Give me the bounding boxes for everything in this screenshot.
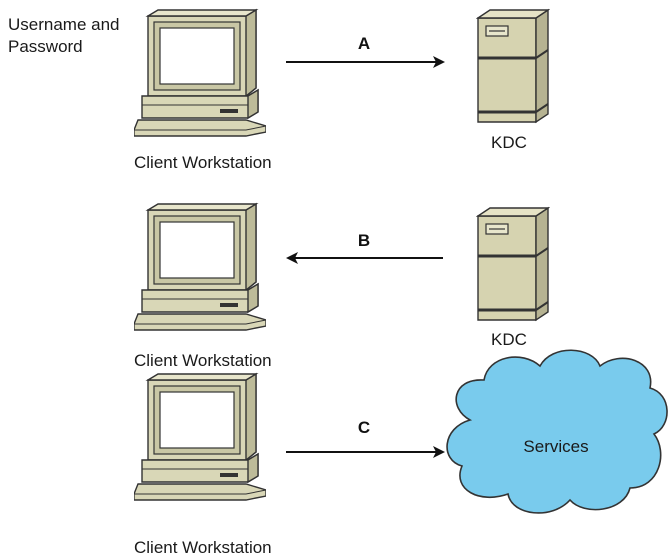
arrow-b-label: B bbox=[358, 231, 370, 250]
server-icon bbox=[476, 206, 550, 322]
client-workstation-caption-b: Client Workstation bbox=[134, 351, 272, 370]
client-workstation-caption-c: Client Workstation bbox=[134, 538, 272, 557]
computer-icon bbox=[134, 9, 266, 137]
services-caption: Services bbox=[523, 437, 588, 456]
server-icon bbox=[476, 8, 550, 124]
credentials-label-line1: Username and bbox=[8, 15, 120, 34]
cloud-icon bbox=[446, 349, 668, 514]
arrow-a-label: A bbox=[358, 34, 370, 53]
computer-icon bbox=[134, 373, 266, 501]
kdc-caption-b: KDC bbox=[491, 330, 527, 349]
credentials-label-line2: Password bbox=[8, 37, 83, 56]
kdc-caption-a: KDC bbox=[491, 133, 527, 152]
arrow-c-label: C bbox=[358, 418, 370, 437]
client-workstation-caption-a: Client Workstation bbox=[134, 153, 272, 172]
computer-icon bbox=[134, 203, 266, 331]
